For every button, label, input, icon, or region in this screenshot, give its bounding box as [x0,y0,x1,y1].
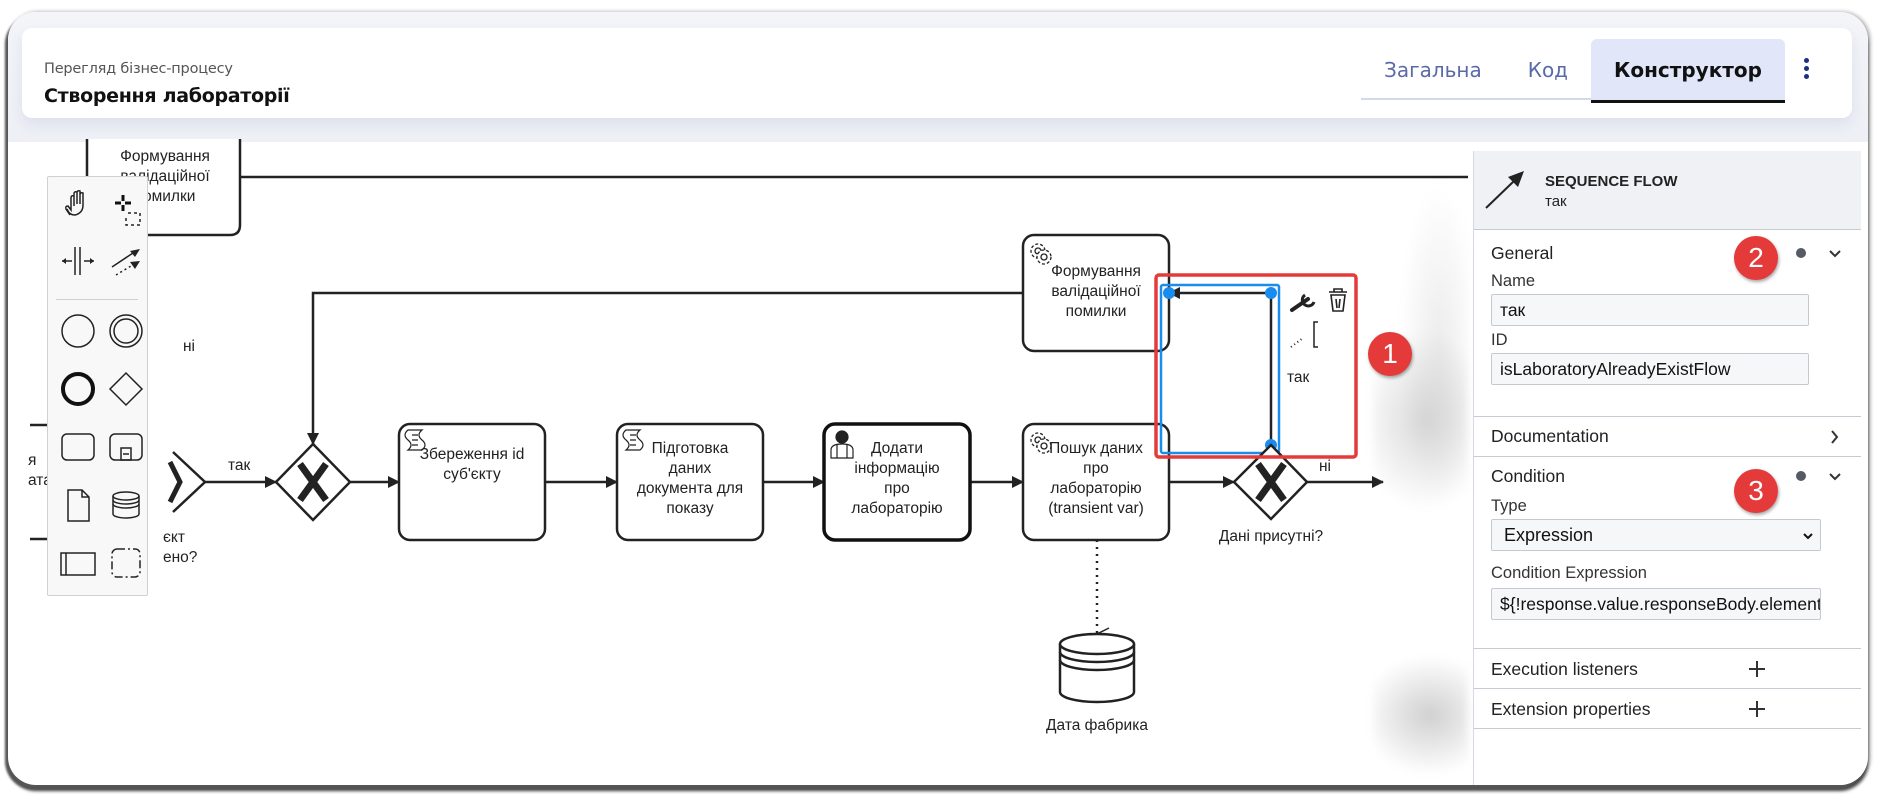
flow-label-yes-selected: так [1287,369,1310,386]
palette-separator [56,299,138,300]
group-icon[interactable] [106,543,146,583]
tab-general[interactable]: Загальна [1384,58,1482,82]
data-object-icon[interactable] [58,485,98,525]
hand-icon[interactable] [58,189,98,229]
section-condition-title[interactable]: Condition [1491,466,1565,486]
gateway-merge[interactable] [274,442,352,522]
sequence-flow-icon [1485,171,1524,209]
selected-sequence-flow[interactable] [1168,287,1273,445]
section-execution-listeners: Execution listeners [1474,649,1861,689]
id-label: ID [1491,331,1508,349]
panel-header: SEQUENCE FLOW так [1474,151,1861,230]
connect-icon[interactable] [106,241,146,281]
task-add-info[interactable] [822,422,972,542]
space-icon[interactable] [58,241,98,281]
page-header: Перегляд бізнес-процесу Створення лабора… [22,28,1852,118]
service-gear-icon [1030,432,1052,454]
view-tabs: Загальна Код Конструктор [1361,39,1785,103]
element-name: так [1545,193,1567,210]
flow-label-no: ні [183,338,196,355]
script-icon [404,429,426,451]
app-window: Перегляд бізнес-процесу Створення лабора… [8,12,1868,785]
task-search-data[interactable] [1021,422,1171,542]
has-values-indicator [1796,248,1806,258]
chevron-down-icon[interactable] [1824,243,1846,265]
has-values-indicator [1796,471,1806,481]
pool-icon[interactable] [58,543,98,583]
obscured-region [1373,152,1468,785]
tool-palette [47,176,148,596]
waypoint-handle[interactable] [1163,287,1175,299]
data-store-label: Дата фабрика [1046,717,1148,734]
annotation-badge-1: 1 [1368,332,1412,376]
task-save-subject[interactable] [397,422,547,542]
data-store[interactable] [1058,632,1136,704]
flow-error-back[interactable] [307,291,1023,445]
gateway-label: Дані присутні? [1218,528,1324,545]
flow-label-yes: так [228,457,251,474]
breadcrumb-subtitle: Перегляд бізнес-процесу [44,61,233,77]
start-event-icon[interactable] [58,311,98,351]
add-extension-plus-icon[interactable] [1747,699,1767,719]
intermediate-event-icon[interactable] [106,311,146,351]
gateway-data-present[interactable] [1232,443,1309,521]
subprocess-icon[interactable] [106,427,146,467]
lasso-icon[interactable] [106,189,146,229]
flow-label-no: ні [1319,458,1332,475]
section-execution-listeners-title[interactable]: Execution listeners [1491,659,1638,679]
element-type: SEQUENCE FLOW [1545,173,1678,190]
section-documentation-title: Documentation [1491,426,1609,446]
condition-type-value: Expression [1504,525,1594,545]
section-condition: Condition Type Expression Condition Expr… [1474,457,1861,649]
section-general: General Name так ID isLaboratoryAlreadyE… [1474,230,1861,417]
chevron-down-icon[interactable] [1824,466,1846,488]
expression-label: Condition Expression [1491,564,1647,582]
user-icon [830,430,854,459]
wrench-icon[interactable] [1290,293,1316,312]
script-icon [622,429,644,451]
select-chevron-icon [1803,533,1813,540]
properties-panel: SEQUENCE FLOW так General Name так ID is… [1473,151,1861,785]
selection-outline [1159,283,1281,455]
section-extension-properties: Extension properties [1474,689,1861,729]
id-input[interactable]: isLaboratoryAlreadyExistFlow [1491,353,1809,385]
section-documentation[interactable]: Documentation [1474,417,1861,457]
tab-code[interactable]: Код [1527,58,1569,82]
trash-icon[interactable] [1329,288,1347,312]
data-store-icon[interactable] [106,485,146,525]
diagram-svg [30,139,1468,704]
name-input[interactable]: так [1491,294,1809,326]
end-event-icon[interactable] [58,369,98,409]
annotation-badge-3: 3 [1734,469,1778,513]
name-label: Name [1491,272,1536,290]
annotation-badge-2: 2 [1734,236,1778,280]
section-general-title[interactable]: General [1491,243,1554,263]
condition-type-select[interactable]: Expression [1491,519,1821,551]
page-title: Створення лабораторії [44,85,290,107]
task-prepare-data[interactable] [615,422,765,542]
waypoint-handle[interactable] [1265,287,1277,299]
gateway-icon[interactable] [106,369,146,409]
add-listener-plus-icon[interactable] [1747,659,1767,679]
text-annotation-icon[interactable] [1290,321,1318,348]
condition-expression-input[interactable]: ${!response.value.responseBody.elements.… [1491,588,1821,620]
highlight-box-1 [1154,273,1358,459]
type-label: Type [1491,497,1527,515]
service-gear-icon [1030,243,1052,265]
tab-constructor[interactable]: Конструктор [1591,39,1785,103]
more-vertical-icon[interactable] [1798,56,1814,86]
chevron-right-icon[interactable] [1824,426,1846,448]
task-icon[interactable] [58,427,98,467]
section-extension-properties-title[interactable]: Extension properties [1491,699,1651,719]
tabs-underline [1361,98,1769,100]
